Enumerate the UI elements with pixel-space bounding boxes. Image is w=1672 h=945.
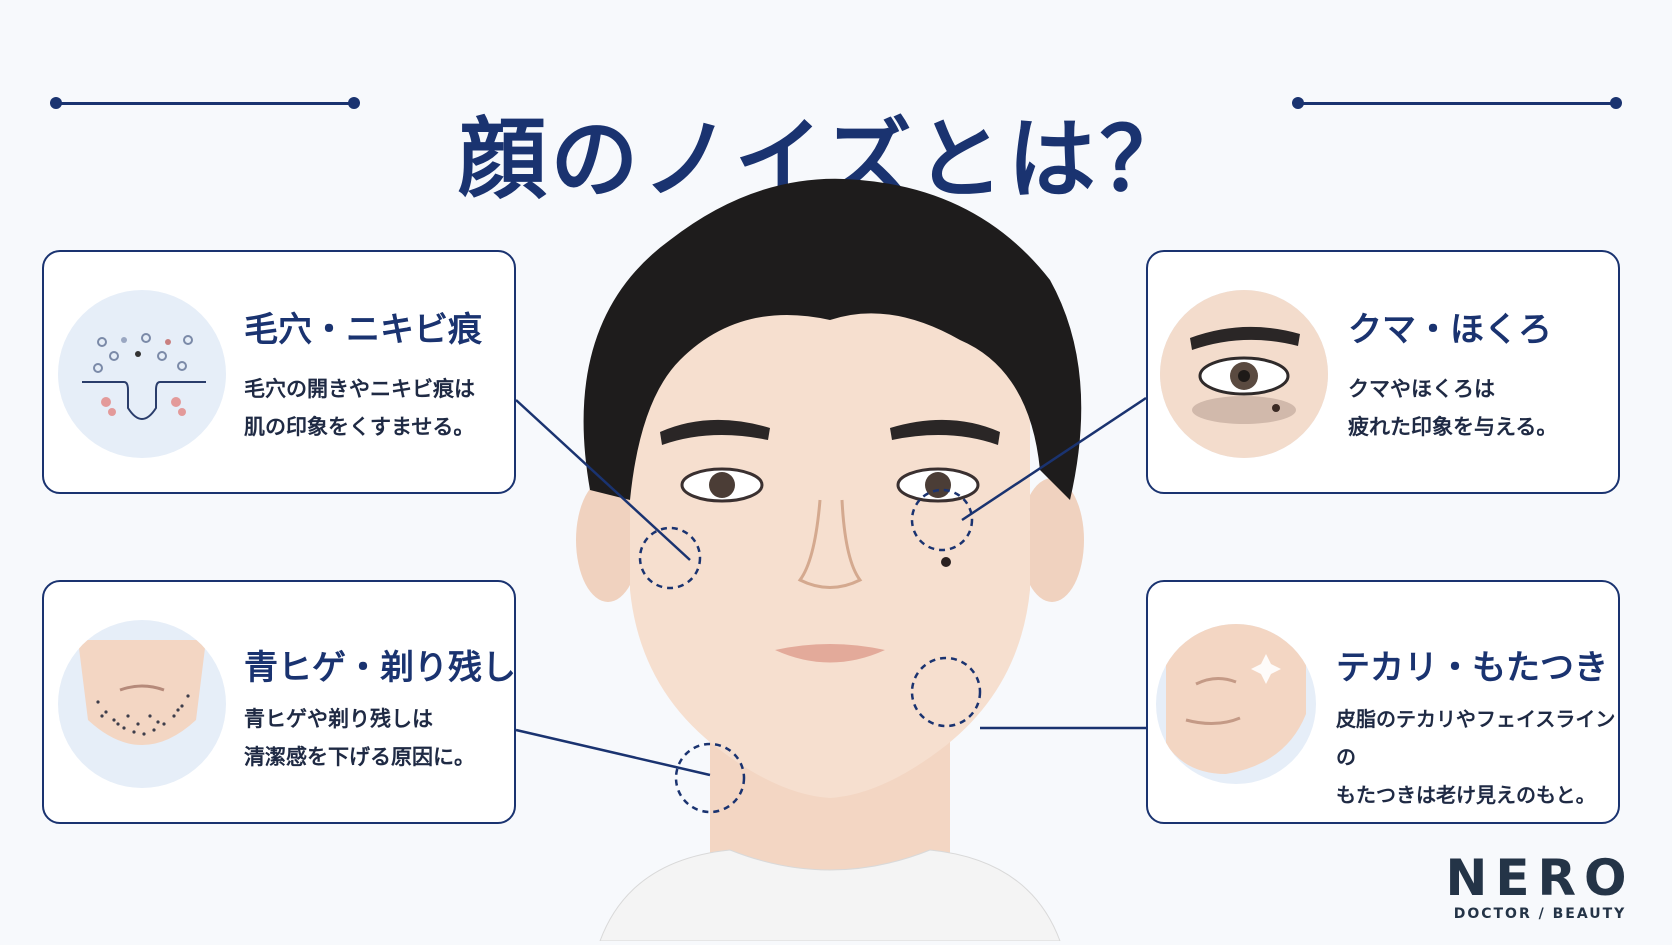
shirt — [599, 849, 1061, 942]
card-description: 青ヒゲや剃り残しは 清潔感を下げる原因に。 — [244, 700, 514, 776]
card-dark-circles: クマ・ほくろ クマやほくろは 疲れた印象を与える。 — [1146, 250, 1620, 494]
card-desc-line: 毛穴の開きやニキビ痕は — [244, 377, 475, 401]
mouth — [775, 644, 885, 663]
face-drawing — [576, 178, 1084, 942]
title-section: 顔のノイズとは？ — [0, 40, 1672, 211]
logo-tagline: DOCTOR / BEAUTY — [1453, 906, 1627, 922]
card-desc-line: クマやほくろは — [1348, 377, 1495, 401]
nose — [797, 499, 863, 589]
card-pores: 毛穴・ニキビ痕 毛穴の開きやニキビ痕は 肌の印象をくすませる。 — [42, 250, 516, 494]
card-desc-line: 肌の印象をくすませる。 — [244, 415, 475, 439]
title-rule-dot — [1292, 97, 1304, 109]
card-description: 皮脂のテカリやフェイスラインの もたつきは老け見えのもと。 — [1336, 700, 1618, 814]
beard-chin-icon — [58, 620, 226, 788]
face-illustration — [560, 170, 1100, 942]
card-description: 毛穴の開きやニキビ痕は 肌の印象をくすませる。 — [244, 370, 514, 446]
title-rule-right — [1296, 102, 1616, 105]
eye-dark-circle-icon — [1160, 290, 1328, 458]
face-jawline-icon — [1156, 624, 1316, 784]
title-rule-dot — [50, 97, 62, 109]
card-title: テカリ・もたつき — [1336, 648, 1608, 688]
marker-pores — [638, 526, 702, 590]
card-desc-line: 清潔感を下げる原因に。 — [244, 745, 475, 769]
title-rule-dot — [348, 97, 360, 109]
title-rule-left — [54, 102, 354, 105]
card-description: クマやほくろは 疲れた印象を与える。 — [1348, 370, 1618, 446]
card-desc-line: 皮脂のテカリやフェイスラインの — [1336, 707, 1616, 769]
face-skin — [630, 290, 1030, 798]
iris-right — [925, 472, 951, 498]
card-beard: 青ヒゲ・剃り残し 青ヒゲや剃り残しは 清潔感を下げる原因に。 — [42, 580, 516, 824]
brand-logo: NERO DOCTOR / BEAUTY — [1440, 850, 1640, 922]
logo-name: NERO — [1445, 849, 1635, 907]
card-desc-line: 疲れた印象を与える。 — [1348, 415, 1558, 439]
pore-cross-section-icon — [58, 290, 226, 458]
iris-left — [709, 472, 735, 498]
card-desc-line: もたつきは老け見えのもと。 — [1336, 783, 1596, 807]
marker-shine — [910, 656, 982, 728]
card-shine: テカリ・もたつき 皮脂のテカリやフェイスラインの もたつきは老け見えのもと。 — [1146, 580, 1620, 824]
card-title: 青ヒゲ・剃り残し — [244, 648, 516, 688]
card-desc-line: 青ヒゲや剃り残しは — [244, 707, 433, 731]
card-title: 毛穴・ニキビ痕 — [244, 310, 482, 350]
title-rule-dot — [1610, 97, 1622, 109]
card-title: クマ・ほくろ — [1348, 310, 1552, 350]
mole — [941, 557, 951, 567]
hair — [583, 178, 1082, 500]
